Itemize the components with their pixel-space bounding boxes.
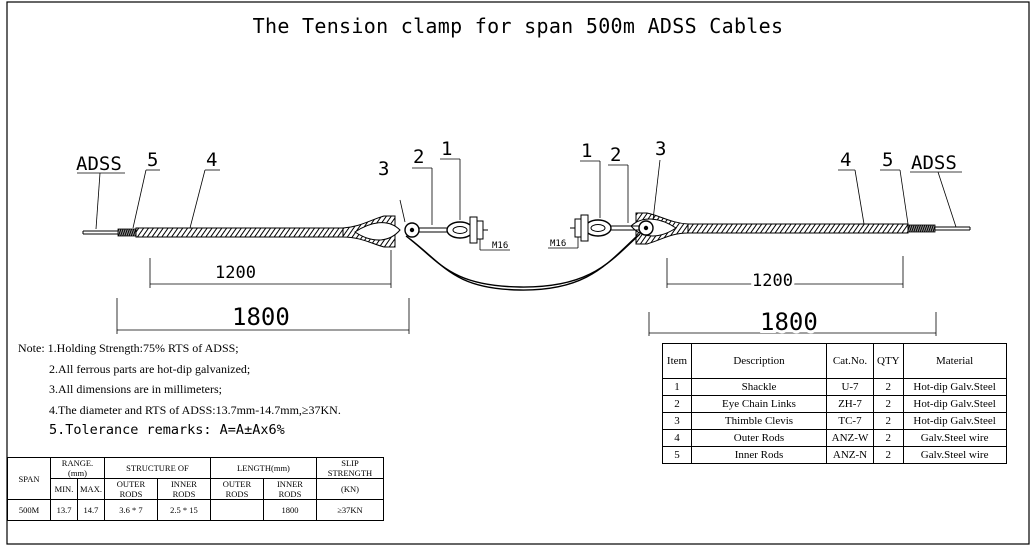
spec-header-min: MIN.	[50, 478, 78, 500]
spec-header-length-outer: OUTER RODS	[209, 478, 264, 500]
spec-header-slip-unit: (KN)	[315, 478, 384, 500]
bom-header-item: Item	[662, 343, 692, 379]
right-callout-1: 1	[581, 140, 592, 162]
left-assembly	[77, 158, 510, 251]
drawing-title: The Tension clamp for span 500m ADSS Cab…	[252, 14, 784, 38]
spec-header-structure: STRUCTURE OF	[103, 457, 211, 479]
left-outer-rods	[135, 227, 344, 238]
left-dim-1800: 1800	[232, 303, 290, 331]
left-callout-2: 2	[413, 146, 424, 168]
bom-header-catno: Cat.No.	[826, 343, 874, 379]
left-callout-5: 5	[147, 149, 158, 171]
left-callout-4: 4	[206, 149, 217, 171]
note-4: 4.The diameter and RTS of ADSS:13.7mm-14…	[49, 402, 341, 417]
note-5: 5.Tolerance remarks: A=A±Ax6%	[49, 422, 285, 438]
right-callout-2: 2	[610, 144, 621, 166]
spec-header-length-inner: INNER RODS	[262, 478, 317, 500]
note-1: Note: 1.Holding Strength:75% RTS of ADSS…	[18, 341, 239, 355]
bom-header-description: Description	[691, 343, 827, 379]
right-dim-1200: 1200	[752, 271, 793, 291]
span-cable	[405, 233, 641, 291]
bom-header-qty: QTY	[873, 343, 904, 379]
spec-header-max: MAX.	[77, 478, 105, 500]
left-dim-1200: 1200	[215, 263, 256, 283]
right-inner-rods	[907, 224, 936, 233]
spec-header-outer: OUTER RODS	[103, 478, 158, 500]
right-assembly	[548, 159, 971, 249]
right-callout-3: 3	[655, 138, 666, 160]
note-2: 2.All ferrous parts are hot-dip galvaniz…	[49, 361, 251, 376]
left-adss-label: ADSS	[76, 153, 122, 175]
right-adss-label: ADSS	[911, 152, 957, 174]
spec-header-range: RANGE. (mm)	[50, 457, 105, 479]
right-callout-4: 4	[840, 149, 851, 171]
right-dim-1800: 1800	[760, 308, 818, 336]
left-callout-3: 3	[378, 158, 389, 180]
left-inner-rods	[117, 228, 137, 237]
notes-block: Note: 1.Holding Strength:75% RTS of ADSS…	[18, 338, 341, 441]
right-m16-label: M16	[550, 239, 566, 249]
spec-header-inner: INNER RODS	[156, 478, 211, 500]
right-callout-5: 5	[882, 149, 893, 171]
spec-header-length: LENGTH(mm)	[209, 457, 317, 479]
left-callout-1: 1	[441, 138, 452, 160]
table-row: 500M 13.7 14.7 3.6 * 7 2.5 * 15 1800 ≥37…	[7, 499, 384, 521]
bom-header-material: Material	[902, 343, 1007, 379]
note-3: 3.All dimensions are in millimeters;	[49, 382, 222, 396]
dimensions	[116, 250, 937, 336]
drawing-frame	[6, 1, 1030, 545]
right-outer-rods	[687, 223, 909, 234]
spec-header-span: SPAN	[7, 457, 51, 500]
spec-header-slip: SLIP STRENGTH	[315, 457, 384, 479]
spec-table: SPAN RANGE. (mm) STRUCTURE OF LENGTH(mm)…	[7, 457, 384, 521]
left-m16-label: M16	[492, 241, 508, 251]
